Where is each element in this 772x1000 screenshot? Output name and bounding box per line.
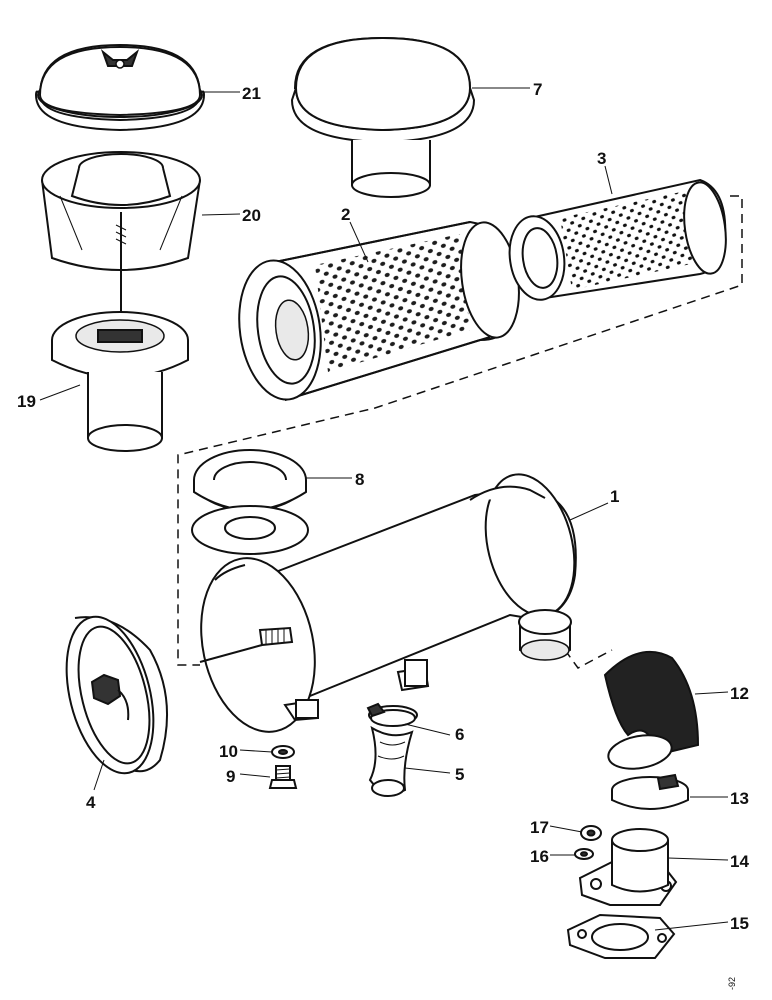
label-15: 15 — [730, 914, 749, 933]
label-4: 4 — [86, 793, 96, 812]
part-15-flange-gasket — [566, 913, 676, 959]
margin-code: -92 — [727, 977, 737, 990]
label-12: 12 — [730, 684, 749, 703]
label-8: 8 — [355, 470, 364, 489]
part-19-bowl-base — [51, 311, 189, 452]
leader-lines — [39, 87, 729, 931]
label-21: 21 — [242, 84, 261, 103]
part-17-nut — [580, 825, 602, 841]
part-14-flanged-adapter — [578, 828, 678, 906]
part-16-washer — [574, 848, 594, 860]
label-3: 3 — [597, 149, 606, 168]
part-6-hose-clamp — [366, 702, 418, 727]
label-5: 5 — [455, 765, 464, 784]
part-12-elbow-hose — [603, 650, 700, 770]
part-9-bolt — [268, 765, 298, 789]
label-16: 16 — [530, 847, 549, 866]
part-4-end-cap — [65, 615, 169, 775]
label-10: 10 — [219, 742, 238, 761]
label-17: 17 — [530, 818, 549, 837]
label-7: 7 — [533, 80, 542, 99]
assembly-dashed-outline — [177, 195, 743, 666]
part-1-filter-housing — [199, 473, 577, 733]
label-13: 13 — [730, 789, 749, 808]
part-21-bowl-cover — [34, 43, 206, 132]
part-8-gaskets — [191, 449, 309, 555]
part-2-main-filter-element — [238, 220, 520, 401]
label-1: 1 — [610, 487, 619, 506]
part-5-dust-valve — [368, 725, 414, 797]
hose-dashed-connector — [564, 649, 613, 669]
part-10-washer — [271, 745, 295, 759]
label-6: 6 — [455, 725, 464, 744]
part-3-safety-filter-element — [508, 178, 727, 301]
part-7-precleaner-cap — [290, 36, 476, 198]
label-9: 9 — [226, 767, 235, 786]
part-13-band-clamp — [611, 773, 689, 810]
label-20: 20 — [242, 206, 261, 225]
label-14: 14 — [730, 852, 749, 871]
label-2: 2 — [341, 205, 350, 224]
part-20-sediment-bowl — [41, 151, 201, 345]
label-19: 19 — [17, 392, 36, 411]
